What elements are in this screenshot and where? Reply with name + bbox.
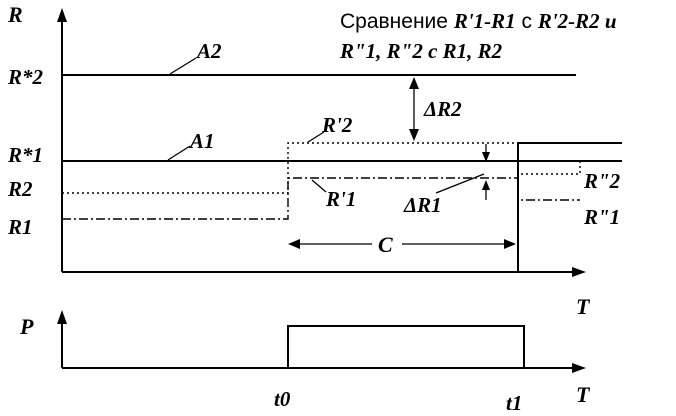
- lower-y-axis-arrow: [57, 310, 67, 324]
- lower-y-axis-label: P: [19, 314, 34, 339]
- lower-x-axis-arrow: [572, 363, 586, 373]
- label-R-prime-1: R'1: [325, 187, 356, 211]
- diagram-title-line1: Сравнение R'1-R1 с R'2-R2 и: [340, 9, 617, 33]
- signal-R2-dotted: [62, 142, 581, 194]
- label-R-star-2: R*2: [7, 65, 44, 89]
- label-R-star-1: R*1: [7, 143, 43, 167]
- label-R-prime-2: R'2: [321, 113, 353, 137]
- leader-R-prime-1: [311, 179, 327, 193]
- delta-R2-arrow-bottom: [409, 129, 419, 141]
- label-R2: R2: [7, 177, 33, 201]
- diagram-title-line2: R"1, R"2 с R1, R2: [339, 39, 503, 63]
- label-delta-R1: ΔR1: [403, 193, 442, 217]
- pulse-P: [287, 325, 525, 368]
- label-R-dprime-2: R"2: [583, 169, 621, 193]
- label-t0: t0: [274, 387, 291, 411]
- leader-A1: [167, 145, 191, 161]
- label-t1: t1: [506, 391, 522, 415]
- label-R1: R1: [7, 215, 33, 239]
- upper-x-axis-label: T: [576, 294, 591, 319]
- label-R-dprime-1: R"1: [583, 205, 620, 229]
- delta-R2-arrow-top: [409, 77, 419, 89]
- upper-axes: [57, 8, 586, 277]
- signal-after-t1-solid: [517, 142, 622, 272]
- signal-R1-dashdot: [62, 177, 580, 220]
- label-C: C: [378, 232, 393, 257]
- leader-delta-R1: [435, 173, 485, 194]
- upper-y-axis-arrow: [57, 8, 67, 22]
- leader-R-prime-2: [307, 131, 325, 143]
- label-delta-R2: ΔR2: [423, 97, 462, 121]
- lower-x-axis-label: T: [576, 382, 591, 407]
- upper-x-axis-arrow: [572, 267, 586, 277]
- label-A2: A2: [195, 39, 222, 63]
- upper-y-axis-label: R: [7, 2, 23, 27]
- label-A1: A1: [188, 129, 215, 153]
- C-interval-arrow-right: [504, 239, 516, 249]
- lower-axes: [57, 310, 586, 373]
- C-interval-arrow-left: [288, 239, 300, 249]
- delta-R1-arrow-down: [482, 152, 490, 162]
- leader-A2: [169, 57, 197, 75]
- delta-R1-arrow-up: [482, 180, 490, 190]
